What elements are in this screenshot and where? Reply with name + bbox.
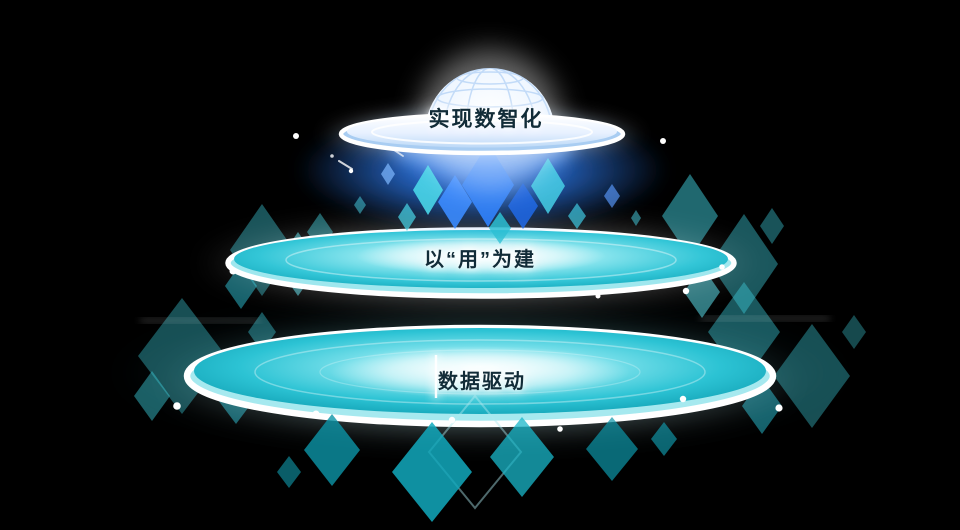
crystal-shard bbox=[304, 414, 360, 486]
crystal-shard bbox=[489, 212, 511, 244]
crystal-cluster-front bbox=[277, 394, 677, 522]
crystal-shard bbox=[531, 158, 565, 214]
crystal-shard bbox=[631, 210, 641, 226]
dot bbox=[173, 402, 181, 410]
light-streak bbox=[700, 317, 830, 320]
platform-ring bbox=[254, 339, 706, 405]
dot bbox=[448, 416, 456, 424]
crystal-shard bbox=[508, 183, 538, 229]
dot bbox=[348, 168, 354, 174]
crystal-shard bbox=[651, 422, 677, 456]
tier-label-top: 实现数智化 bbox=[428, 108, 544, 131]
crystal-shard bbox=[398, 203, 416, 231]
tier-label-middle: 以“用”为建 bbox=[424, 249, 536, 271]
crystal-shard bbox=[490, 417, 554, 497]
dot bbox=[312, 410, 320, 418]
crystal-shard bbox=[392, 422, 472, 522]
crystal-shard bbox=[354, 196, 366, 214]
platform-ring bbox=[371, 119, 593, 145]
dot bbox=[229, 267, 237, 275]
dot bbox=[595, 293, 601, 299]
bottom-platform-disc bbox=[108, 301, 852, 445]
dot bbox=[682, 287, 690, 295]
dome-sphere bbox=[425, 68, 555, 133]
crystal-shard bbox=[413, 165, 443, 215]
platform-center-glow bbox=[330, 346, 630, 398]
sparkle bbox=[330, 154, 334, 158]
dot bbox=[660, 138, 666, 144]
dot bbox=[775, 404, 783, 412]
dot bbox=[679, 395, 687, 403]
dot bbox=[719, 264, 725, 270]
dot bbox=[293, 133, 299, 139]
crystal-shard bbox=[381, 163, 395, 185]
dot bbox=[557, 426, 563, 432]
platform-center-glow bbox=[356, 237, 606, 275]
sparkle bbox=[338, 160, 353, 170]
beam-core bbox=[434, 355, 438, 398]
tier-label-bottom: 数据驱动 bbox=[438, 371, 526, 393]
top-platform-disc bbox=[317, 104, 647, 164]
crystal-outline bbox=[427, 394, 523, 510]
crystal-shard bbox=[842, 315, 866, 349]
crystal-shard bbox=[586, 417, 638, 481]
crystal-shard bbox=[760, 208, 784, 244]
crystal-shard bbox=[604, 184, 620, 208]
crystal-shard bbox=[277, 456, 301, 488]
light-beam bbox=[431, 353, 441, 400]
sparkle-dots bbox=[173, 133, 783, 432]
crystal-shard bbox=[438, 175, 472, 229]
middle-platform-disc bbox=[196, 218, 766, 308]
crystal-shard bbox=[568, 203, 586, 229]
